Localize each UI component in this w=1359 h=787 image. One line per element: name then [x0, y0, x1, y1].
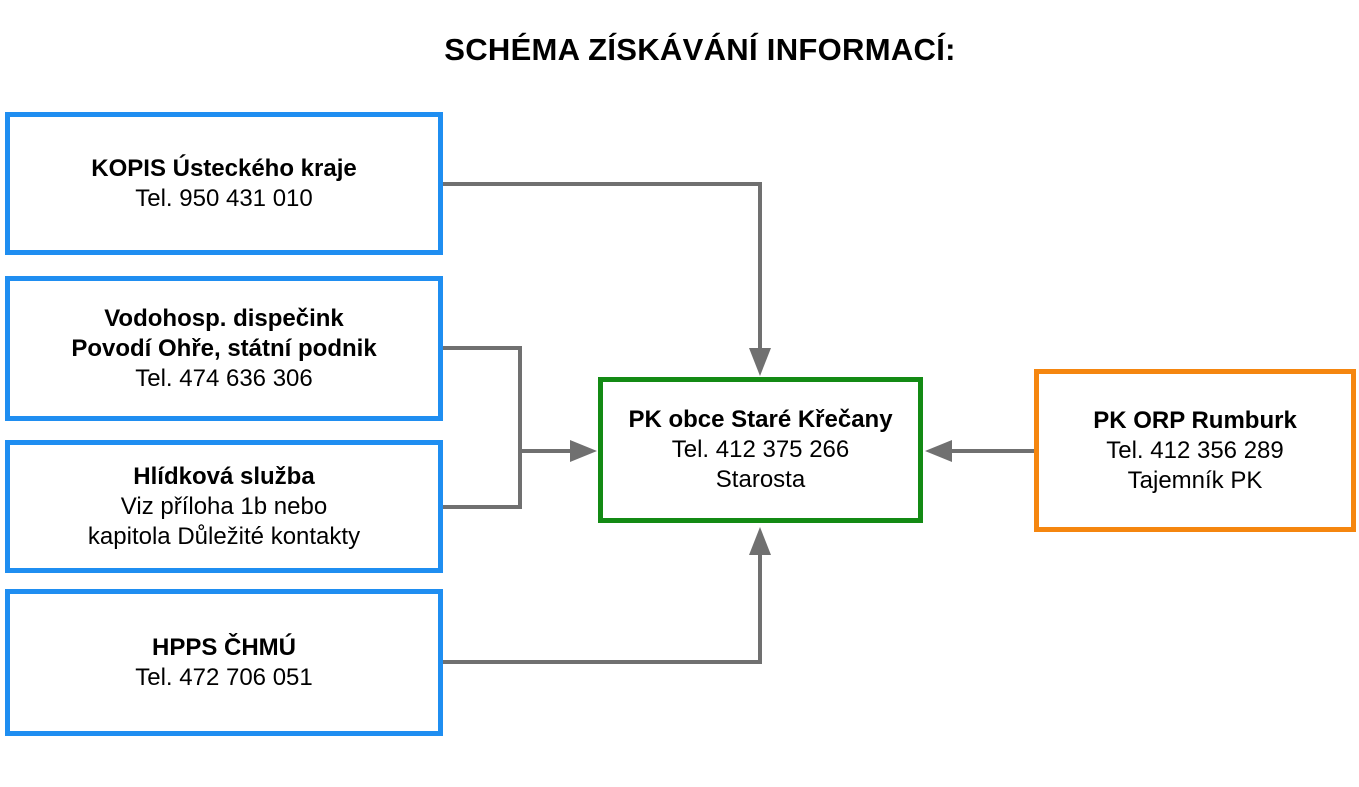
node-orp-name: PK ORP Rumburk — [1093, 406, 1297, 434]
node-pk-obce: PK obce Staré Křečany Tel. 412 375 266 S… — [598, 377, 923, 523]
node-pk-role: Starosta — [715, 466, 806, 493]
connector-kopis-to-pk — [443, 182, 762, 350]
arrowhead-left — [925, 440, 952, 462]
node-hpps-name: HPPS ČHMÚ — [151, 633, 296, 661]
arrowhead-right — [570, 440, 597, 462]
node-hlidka-line3: kapitola Důležité kontakty — [87, 522, 361, 550]
node-hlidka-line2: Viz příloha 1b nebo — [120, 492, 328, 520]
arrowhead-down — [749, 348, 771, 376]
node-hlidkova-sluzba: Hlídková služba Viz příloha 1b nebo kapi… — [5, 440, 443, 573]
node-vodohosp-name-line2: Povodí Ohře, státní podnik — [71, 334, 377, 362]
node-vodohosp-name-line1: Vodohosp. dispečink — [104, 304, 344, 332]
diagram-title: SCHÉMA ZÍSKÁVÁNÍ INFORMACÍ: — [444, 32, 956, 67]
node-pk-name: PK obce Staré Křečany — [628, 406, 893, 433]
node-pk-orp: PK ORP Rumburk Tel. 412 356 289 Tajemník… — [1034, 369, 1356, 532]
node-kopis-phone: Tel. 950 431 010 — [135, 184, 313, 212]
node-pk-phone: Tel. 412 375 266 — [671, 436, 850, 463]
node-kopis-name: KOPIS Ústeckého kraje — [91, 154, 357, 182]
node-kopis: KOPIS Ústeckého kraje Tel. 950 431 010 — [5, 112, 443, 255]
connector-hpps-to-pk — [443, 552, 762, 664]
node-hpps-phone: Tel. 472 706 051 — [135, 663, 313, 691]
node-vodohosp-phone: Tel. 474 636 306 — [135, 364, 313, 392]
node-orp-role: Tajemník PK — [1127, 466, 1263, 494]
node-hlidka-name: Hlídková služba — [133, 462, 315, 490]
node-hpps-chmu: HPPS ČHMÚ Tel. 472 706 051 — [5, 589, 443, 736]
node-orp-phone: Tel. 412 356 289 — [1106, 436, 1284, 464]
node-vodohosp: Vodohosp. dispečink Povodí Ohře, státní … — [5, 276, 443, 421]
connector-vodo-to-bracket — [443, 346, 522, 509]
arrowhead-up — [749, 527, 771, 555]
